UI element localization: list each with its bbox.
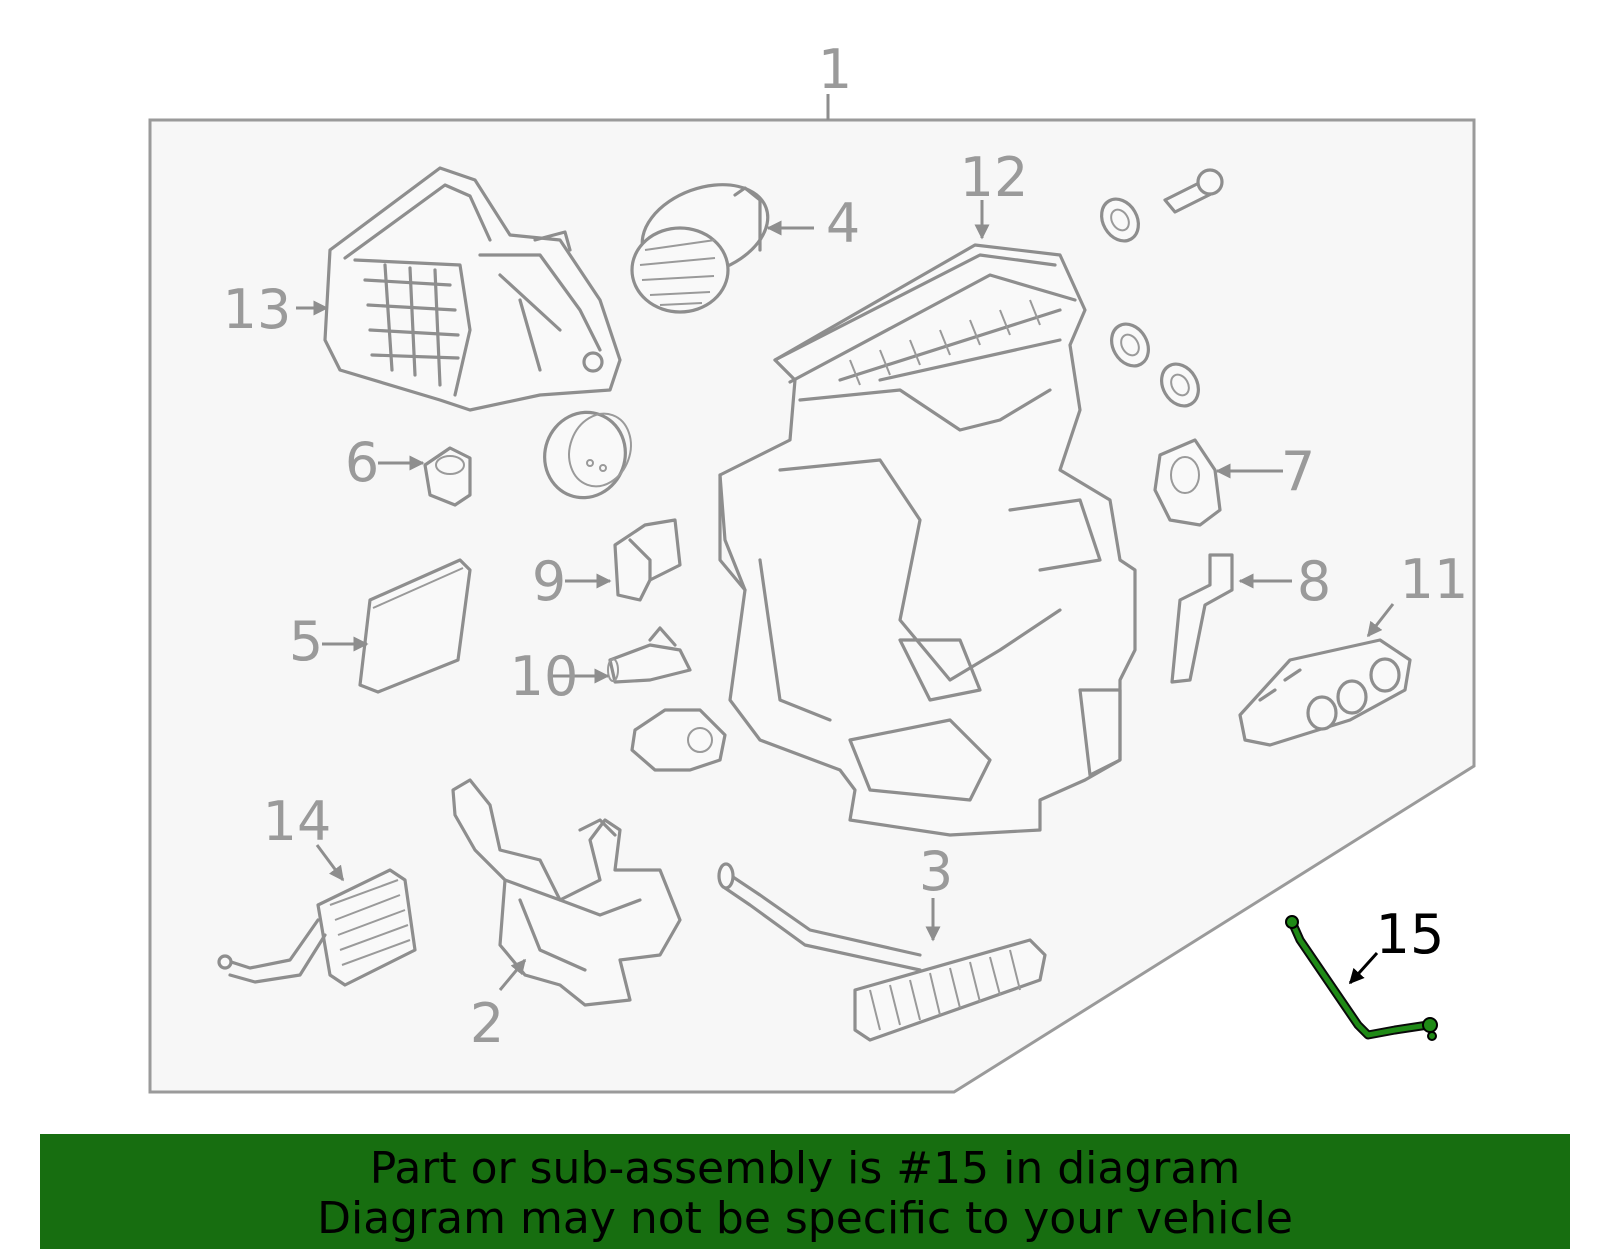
part-mode-actuator[interactable] [630,708,727,772]
callout-9: 9 [532,550,566,613]
part-8-drain-hose[interactable] [1170,553,1234,684]
callout-5: 5 [289,610,323,673]
callout-11: 11 [1400,548,1469,611]
callout-6: 6 [345,431,379,494]
part-14-evaporator[interactable] [217,868,417,987]
banner-line-1: Part or sub-assembly is #15 in diagram [369,1143,1241,1194]
callout-2: 2 [470,992,504,1055]
callout-15: 15 [1376,903,1445,966]
part-11-vent-block[interactable] [1238,638,1412,747]
callout-13: 13 [223,278,292,341]
leader-arrows [296,200,1395,991]
part-13-blower-case[interactable] [323,166,622,412]
part-grommets[interactable] [1094,168,1224,413]
part-12-hvac-case[interactable] [718,243,1137,837]
callout-8: 8 [1297,550,1331,613]
callout-10: 10 [510,645,579,708]
callout-1: 1 [818,38,852,101]
callout-3: 3 [919,840,953,903]
part-9-sensor[interactable] [613,518,682,602]
info-banner: Part or sub-assembly is #15 in diagram D… [40,1134,1570,1249]
part-6-actuator-clip[interactable] [423,446,472,507]
part-15-ac-line[interactable] [1285,915,1438,1041]
part-4-blower-motor[interactable] [630,168,781,314]
part-10-actuator[interactable] [607,626,692,684]
part-5-filter[interactable] [358,558,472,694]
callout-7: 7 [1281,440,1315,503]
part-3-heater-core[interactable] [717,862,1047,1042]
part-7-mount[interactable] [1153,438,1222,527]
callout-14: 14 [263,790,332,853]
banner-line-2: Diagram may not be specific to your vehi… [317,1193,1293,1244]
callout-12: 12 [960,146,1029,209]
part-2-duct[interactable] [451,778,682,1007]
part-disc-cover[interactable] [533,401,641,509]
callout-4: 4 [826,192,860,255]
